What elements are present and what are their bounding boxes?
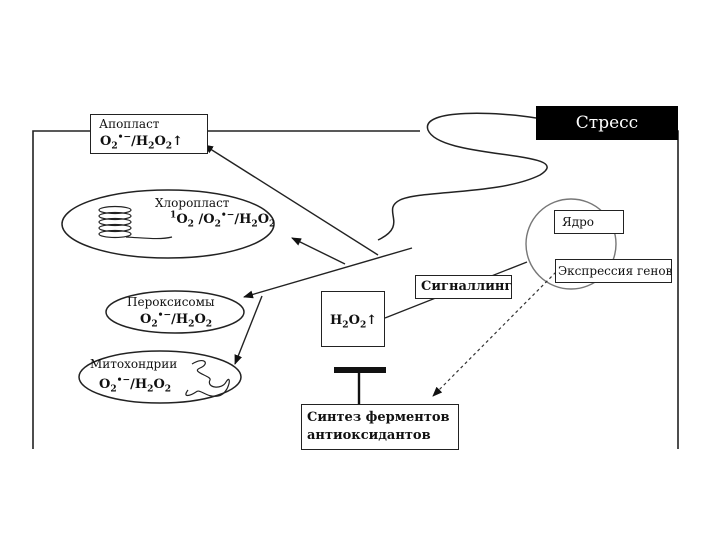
- chloroplast-formula: 1O2 /O2•−/H2O2: [170, 209, 276, 230]
- gene-expression-label: Экспрессия генов: [558, 264, 673, 278]
- chloroplast-title: Хлоропласт: [155, 196, 230, 210]
- arrow-to-mitochondria: [234, 295, 263, 365]
- peroxisome-ellipse: [105, 290, 245, 334]
- arrow-to-chloroplast: [291, 237, 346, 265]
- arrow-to-peroxisomes: [243, 247, 413, 299]
- dashed-arrow-to-synthesis: [432, 267, 561, 397]
- chloroplast-ellipse: [61, 189, 275, 259]
- apoplast-box: [90, 114, 208, 154]
- apoplast-title: Апопласт: [99, 117, 160, 131]
- peroxisomes-formula: O2•−/H2O2: [140, 309, 213, 330]
- stress-label: Стресс: [536, 106, 678, 140]
- nucleus-box: [554, 210, 624, 234]
- chloroplast-thylakoid-icon: [98, 205, 173, 240]
- nucleus-label: Ядро: [562, 215, 594, 229]
- h2o2-label: H2O2↑: [330, 313, 378, 331]
- synthesis-box: [301, 404, 459, 450]
- signaling-box: [415, 275, 512, 299]
- stress-signal-line: [377, 112, 548, 241]
- arrow-to-apoplast: [203, 144, 379, 256]
- synthesis-line1: Синтез ферментов: [307, 410, 450, 425]
- peroxisomes-title: Пероксисомы: [127, 295, 215, 309]
- mitochondria-title: Митохондрии: [90, 357, 178, 371]
- apoplast-formula: O2•−/H2O2↑: [100, 131, 184, 152]
- mitochondria-formula: O2•−/H2O2: [99, 374, 172, 395]
- nucleus-circle: [525, 198, 617, 290]
- signaling-label: Сигналлинг: [421, 279, 513, 294]
- mitochondrion-ellipse: [78, 350, 242, 404]
- h2o2-box: [321, 291, 385, 347]
- synthesis-line2: антиоксидантов: [307, 428, 431, 443]
- gene-expression-box: [555, 259, 672, 283]
- mitochondrion-cristae-icon: [185, 360, 230, 397]
